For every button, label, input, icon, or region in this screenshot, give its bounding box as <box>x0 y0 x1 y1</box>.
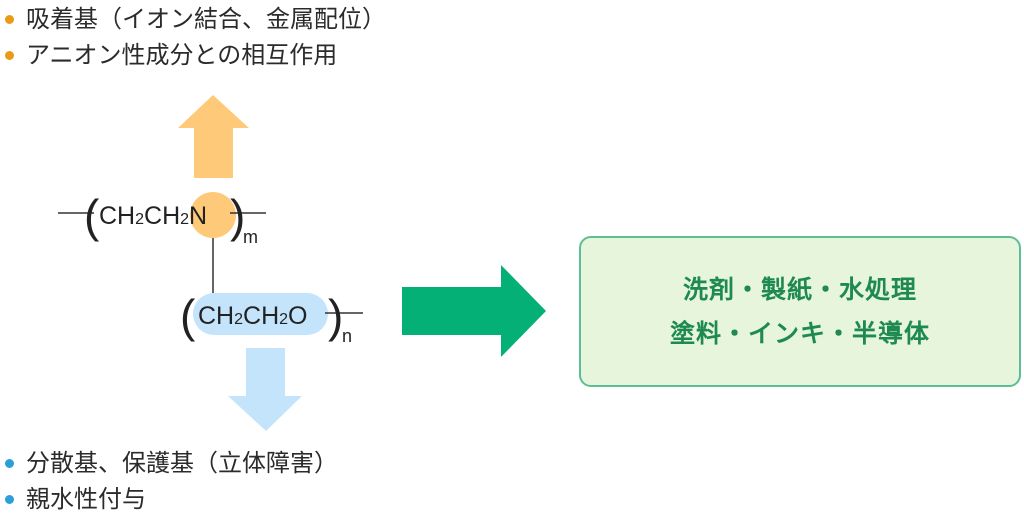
unit1-formula: CH2CH2N <box>99 202 207 230</box>
orange-bullet-icon <box>5 15 14 24</box>
orange-bullet-icon <box>5 51 14 60</box>
ethylene-oxide-highlight <box>193 293 328 335</box>
adsorption-features-list: 吸着基（イオン結合、金属配位） アニオン性成分との相互作用 <box>0 1 386 73</box>
paren-open-1: ( <box>84 190 100 242</box>
list-item-text: 親水性付与 <box>26 485 146 513</box>
unit2-formula: CH2CH2O <box>198 302 307 330</box>
list-item-text: 分散基、保護基（立体障害） <box>26 449 338 477</box>
paren-open-2: ( <box>180 290 196 342</box>
paren-close-1: ) <box>230 190 245 242</box>
paren-close-2: ) <box>328 290 343 342</box>
list-item-text: 吸着基（イオン結合、金属配位） <box>26 5 386 33</box>
right-arrow-icon <box>402 265 546 357</box>
applications-box: 洗剤・製紙・水処理 塗料・インキ・半導体 <box>579 236 1021 387</box>
list-item: 親水性付与 <box>0 481 338 517</box>
nitrogen-highlight <box>190 192 236 238</box>
list-item: 吸着基（イオン結合、金属配位） <box>0 1 386 37</box>
list-item: アニオン性成分との相互作用 <box>0 37 386 73</box>
list-item-text: アニオン性成分との相互作用 <box>26 41 338 69</box>
blue-bullet-icon <box>5 495 14 504</box>
up-arrow-icon <box>178 95 249 178</box>
list-item: 分散基、保護基（立体障害） <box>0 445 338 481</box>
applications-line-1: 洗剤・製紙・水処理 <box>682 274 917 304</box>
repeat-subscript-n: n <box>342 326 352 346</box>
repeat-subscript-m: m <box>243 227 258 247</box>
down-arrow-icon <box>228 348 302 431</box>
applications-line-2: 塗料・インキ・半導体 <box>669 318 930 348</box>
blue-bullet-icon <box>5 459 14 468</box>
dispersion-features-list: 分散基、保護基（立体障害） 親水性付与 <box>0 445 338 517</box>
